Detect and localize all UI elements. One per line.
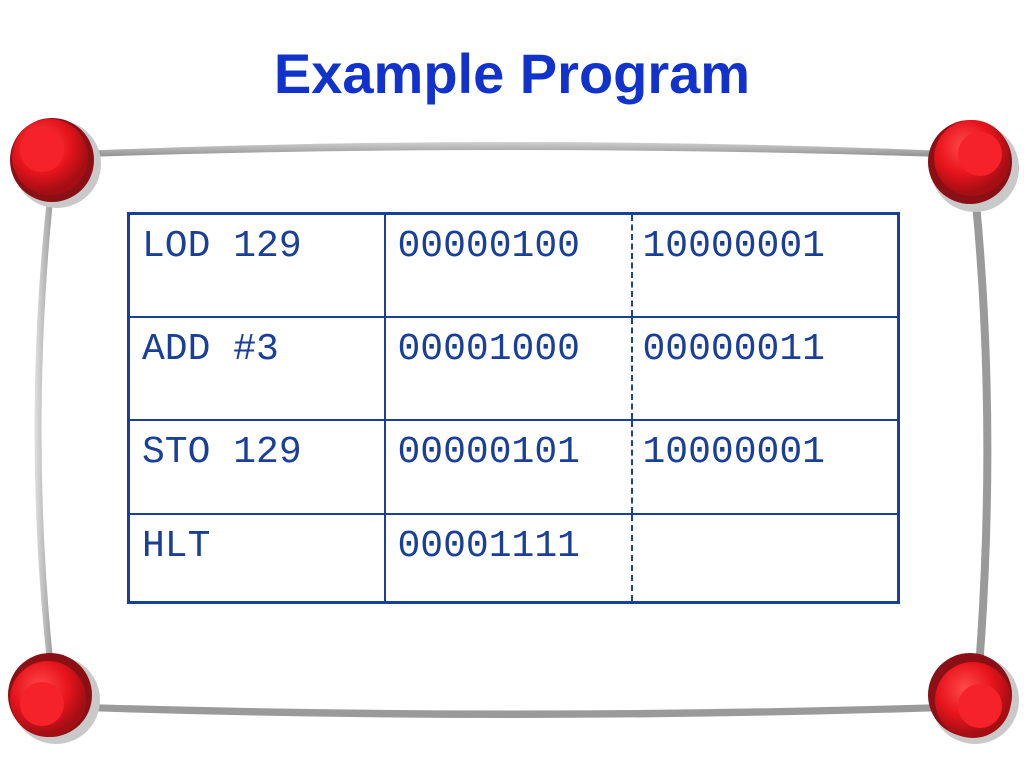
instruction-cell: HLT — [127, 513, 386, 604]
operand-cell: 00000011 — [630, 316, 900, 421]
slide-title: Example Program — [273, 42, 751, 105]
pin-bottom-left — [8, 653, 100, 744]
table-row: ADD #3 00001000 00000011 — [127, 316, 900, 421]
table-row: HLT 00001111 — [127, 513, 900, 604]
pin-top-left — [10, 118, 101, 208]
opcode-cell: 00001000 — [383, 316, 633, 421]
opcode-cell: 00000101 — [383, 419, 633, 515]
table-row: LOD 129 00000100 10000001 — [127, 212, 900, 318]
opcode-cell: 00001111 — [383, 513, 633, 604]
opcode-cell: 00000100 — [383, 212, 633, 318]
instruction-cell: STO 129 — [127, 419, 386, 515]
instruction-cell: ADD #3 — [127, 316, 386, 421]
pin-top-right — [928, 120, 1019, 212]
program-table: LOD 129 00000100 10000001 ADD #3 0000100… — [127, 212, 900, 604]
pin-bottom-right — [928, 653, 1019, 744]
table-row: STO 129 00000101 10000001 — [127, 419, 900, 515]
operand-cell — [630, 513, 900, 604]
instruction-cell: LOD 129 — [127, 212, 386, 318]
operand-cell: 10000001 — [630, 212, 900, 318]
operand-cell: 10000001 — [630, 419, 900, 515]
